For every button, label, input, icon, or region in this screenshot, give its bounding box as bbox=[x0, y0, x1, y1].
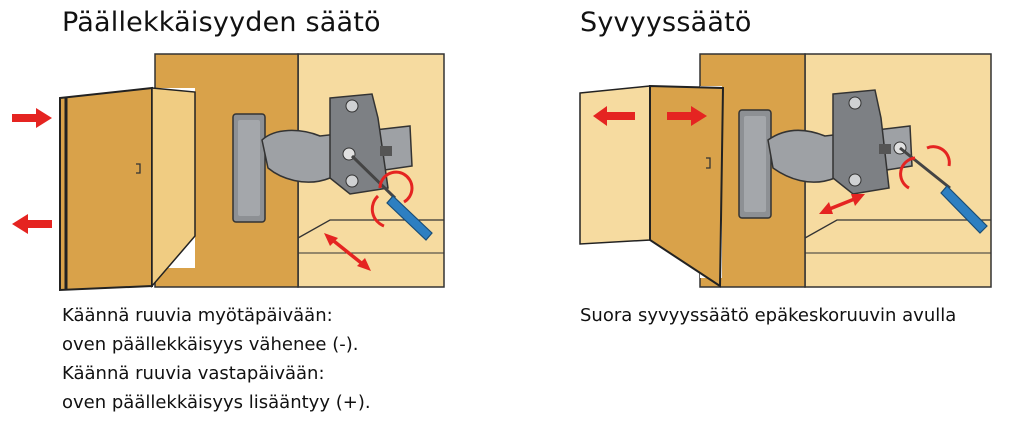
caption-line: Käännä ruuvia vastapäivään: bbox=[62, 363, 325, 384]
door-edge bbox=[151, 87, 196, 289]
hinge-mounting-plate bbox=[329, 93, 389, 195]
depth-double-arrow bbox=[819, 194, 865, 214]
arrow-left bbox=[593, 106, 635, 126]
caption-line: Käännä ruuvia myötäpäivään: bbox=[62, 305, 333, 326]
hinge-mounting-plate bbox=[832, 89, 890, 195]
door bbox=[59, 86, 153, 292]
screwdriver-handle bbox=[386, 195, 433, 241]
depth-caption: Suora syvyyssäätö epäkeskoruuvin avulla bbox=[580, 301, 956, 330]
page-title-overlay-adjustment: Päällekkäisyyden säätö bbox=[62, 7, 381, 38]
arrow-left-out bbox=[12, 214, 52, 234]
door-edge bbox=[579, 85, 651, 245]
page-title-depth-adjustment: Syvyyssäätö bbox=[580, 7, 752, 38]
caption-line: Suora syvyyssäätö epäkeskoruuvin avulla bbox=[580, 305, 957, 326]
overlay-adjustment-illustration bbox=[12, 53, 445, 292]
screwdriver-shaft bbox=[350, 154, 397, 200]
arrow-right-in bbox=[12, 108, 52, 128]
screwdriver-shaft bbox=[899, 146, 951, 190]
screwdriver-handle bbox=[940, 185, 988, 234]
overlay-caption: Käännä ruuvia myötäpäivään: oven päällek… bbox=[62, 301, 371, 417]
depth-adjustment-illustration bbox=[579, 53, 992, 288]
caption-line: oven päällekkäisyys vähenee (-). bbox=[62, 334, 359, 355]
caption-line: oven päällekkäisyys lisääntyy (+). bbox=[62, 392, 371, 413]
arrow-right bbox=[667, 106, 707, 126]
depth-arrow bbox=[328, 236, 367, 268]
